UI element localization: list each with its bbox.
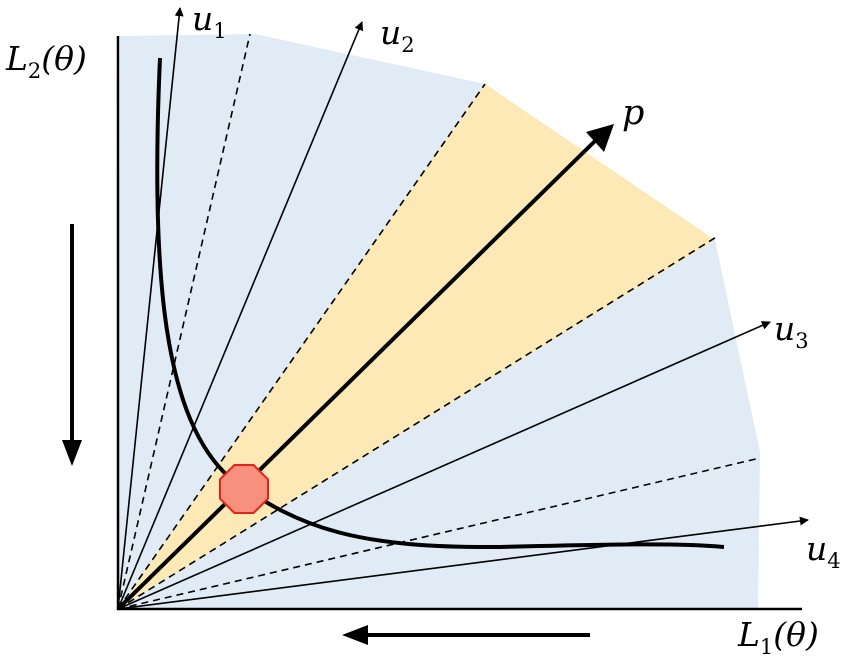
sector-boundaries: [117, 33, 761, 610]
left-arrow-head: [342, 625, 368, 645]
dashed-boundary-3: [117, 235, 719, 610]
down-arrow: [62, 224, 82, 466]
ray-p-arrowhead: [586, 124, 614, 152]
ray-p: [116, 138, 598, 611]
dashed-boundary-1: [117, 33, 251, 610]
ray-u1: [117, 7, 184, 610]
down-arrow-head: [62, 440, 82, 466]
left-arrow: [342, 625, 590, 645]
axes: [116, 36, 802, 611]
y-axis-label: L2(θ): [5, 39, 87, 83]
label-u3: u3: [774, 309, 809, 353]
pareto-front-curve: [155, 57, 725, 550]
ray-u3: [117, 321, 771, 610]
label-u1: u1: [192, 0, 227, 43]
optimum-marker: [219, 464, 269, 514]
x-axis-label: L1(θ): [737, 615, 819, 659]
ray-u2: [117, 21, 364, 610]
label-p: p: [622, 93, 644, 133]
label-u2: u2: [380, 13, 415, 57]
reference-rays: [117, 7, 809, 610]
dashed-boundary-2: [117, 83, 486, 610]
label-u4: u4: [806, 529, 841, 573]
ray-u4: [117, 516, 809, 610]
dashed-boundary-4: [117, 457, 761, 610]
